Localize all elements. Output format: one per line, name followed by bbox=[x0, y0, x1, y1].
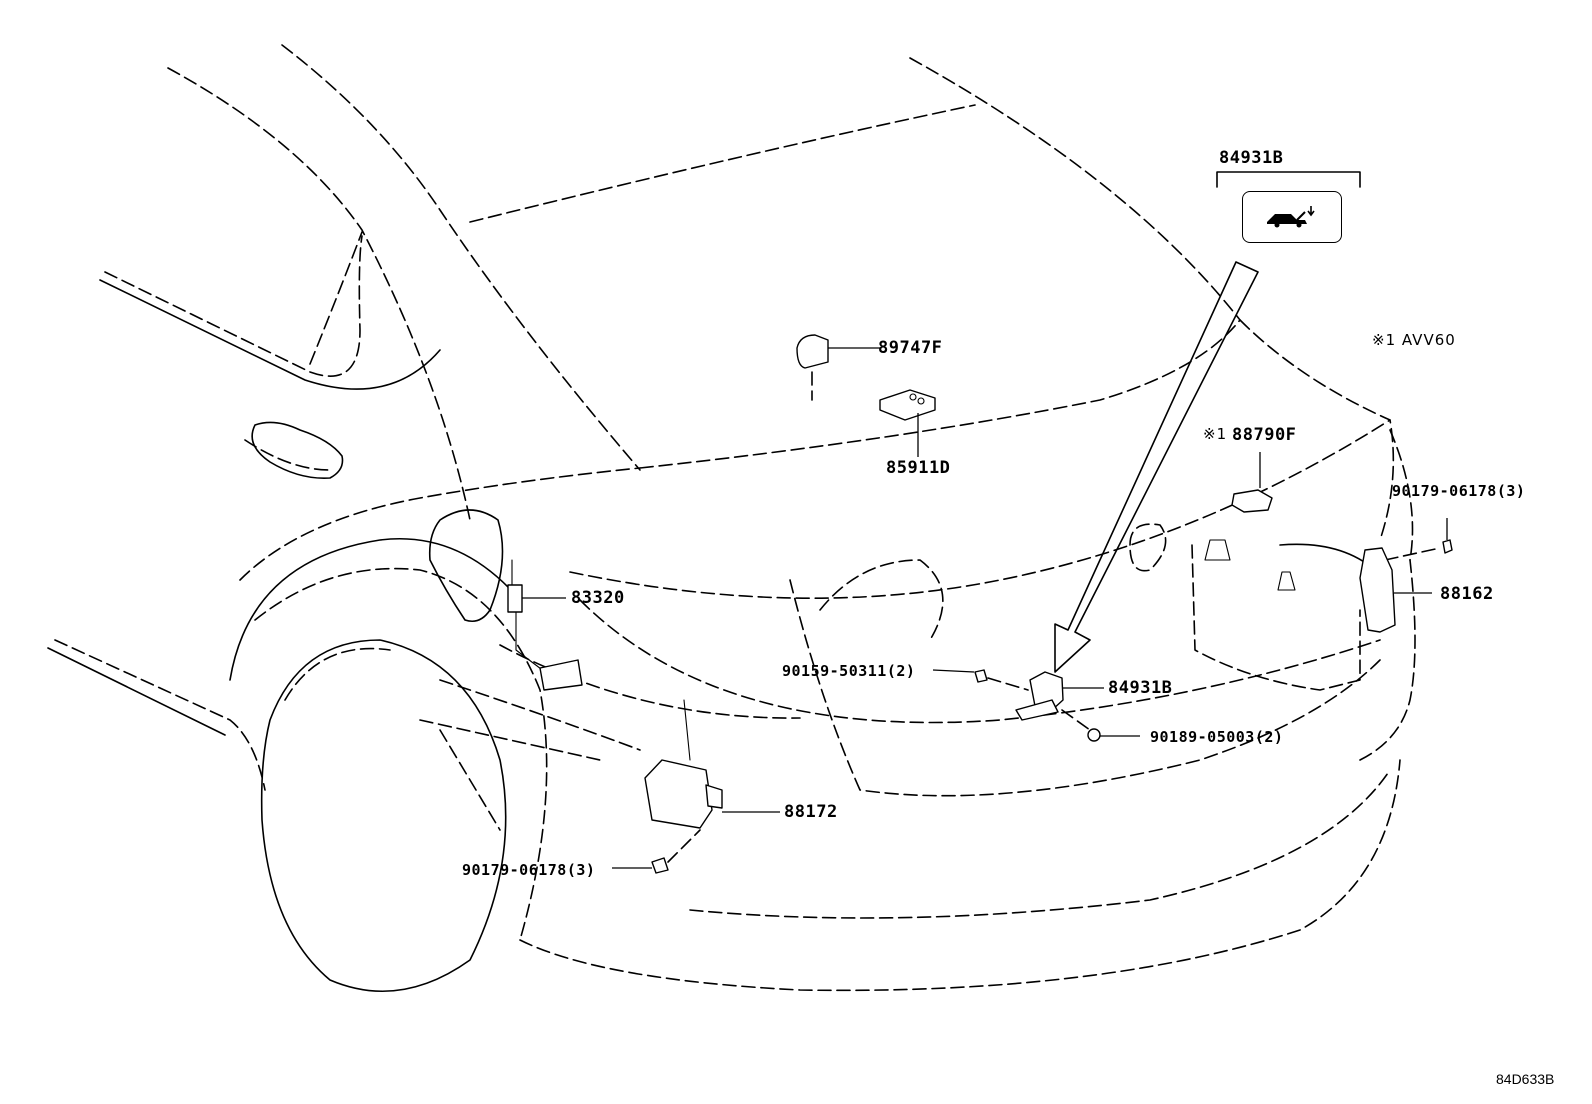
callout-83320: 83320 bbox=[571, 588, 625, 608]
callout-89747f: 89747F bbox=[878, 338, 943, 358]
callout-88162: 88162 bbox=[1440, 584, 1494, 604]
callout-84931b-latch: 84931B bbox=[1108, 678, 1173, 698]
diagram-id: 84D633B bbox=[1496, 1071, 1555, 1087]
callout-90189: 90189-05003(2) bbox=[1150, 728, 1284, 746]
callout-88172: 88172 bbox=[784, 802, 838, 822]
trunk-open-icon bbox=[1267, 206, 1315, 228]
callout-90159: 90159-50311(2) bbox=[782, 662, 916, 680]
callout-88790f-prefix: ※1 bbox=[1203, 425, 1228, 443]
applicability-note: ※1 AVV60 bbox=[1372, 331, 1456, 349]
callout-88790f: 88790F bbox=[1232, 425, 1297, 445]
trunk-opener-symbol-box bbox=[1242, 191, 1342, 243]
callout-90179-left: 90179-06178(3) bbox=[462, 861, 596, 879]
callout-84931b-symbol: 84931B bbox=[1219, 148, 1284, 168]
callout-90179-right: 90179-06178(3) bbox=[1392, 482, 1526, 500]
callout-85911d: 85911D bbox=[886, 458, 951, 478]
